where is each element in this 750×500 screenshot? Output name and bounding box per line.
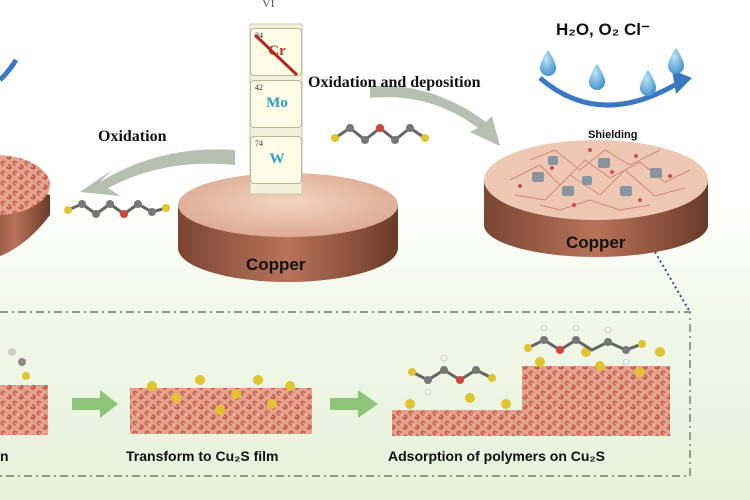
- water-drops: [540, 48, 684, 96]
- copper-label-right: Copper: [566, 233, 626, 252]
- center-copper-disk: [178, 173, 398, 282]
- green-arrow-2: [330, 390, 378, 418]
- transform-cu2s-label: Transform to Cu₂S film: [126, 448, 279, 464]
- element-tile-mo: 42 Mo: [250, 80, 302, 128]
- shielding-label: Shielding: [588, 129, 638, 141]
- element-tile-cr: 24 Cr: [250, 28, 302, 77]
- polymer-molecule-center: [331, 124, 429, 144]
- lattice-adsorption: [392, 324, 670, 436]
- element-tile-w: 74 W: [250, 136, 302, 184]
- element-symbol-mo: Mo: [266, 95, 288, 111]
- left-copper-disk-partial: [0, 155, 50, 257]
- bottom-panel-frame: [0, 311, 691, 477]
- deposition-arrow: [370, 85, 500, 146]
- environment-label: H₂O, O₂ Cl⁻: [556, 20, 650, 39]
- right-copper-disk: [484, 140, 708, 257]
- element-symbol-w: W: [269, 151, 285, 167]
- polymer-molecule-left: [64, 200, 170, 218]
- copper-label-center: Copper: [246, 255, 306, 274]
- strike-line: [253, 33, 299, 77]
- lattice-cu2s-film: [130, 375, 312, 434]
- oxidation-label: Oxidation: [98, 128, 167, 145]
- top-fragment-label: VI: [262, 0, 275, 10]
- left-blue-arrow-partial: [0, 58, 19, 82]
- lattice-bottom-left: [0, 348, 48, 435]
- dotted-connector: [654, 251, 691, 313]
- element-symbol-cr: Cr: [268, 43, 286, 59]
- adsorption-label: Adsorption of polymers on Cu₂S: [388, 448, 605, 464]
- shielding-blue-arrow: [538, 76, 682, 108]
- oxidation-arrow: [80, 149, 235, 196]
- green-arrow-1: [72, 390, 118, 418]
- oxidation-deposition-label: Oxidation and deposition: [308, 74, 481, 91]
- bottom-left-fragment-label: n: [0, 448, 9, 464]
